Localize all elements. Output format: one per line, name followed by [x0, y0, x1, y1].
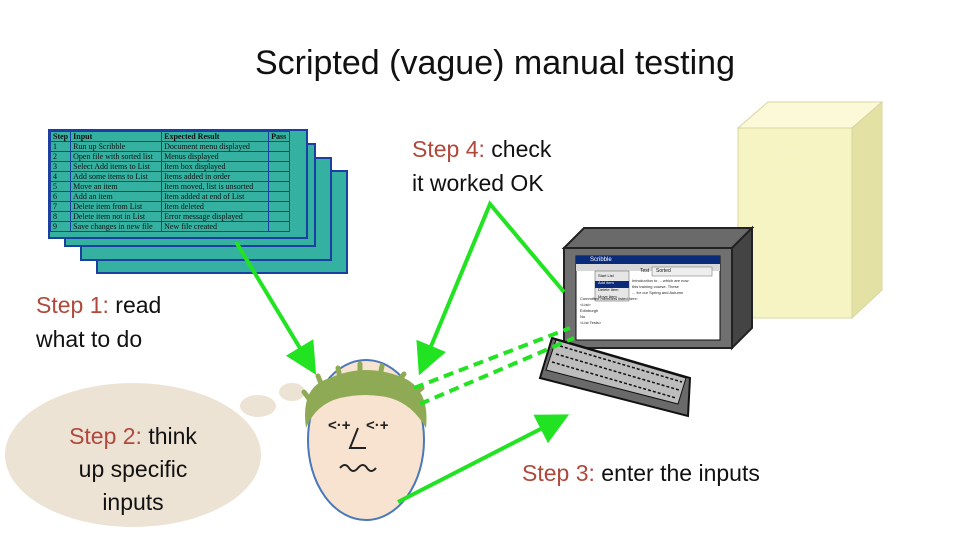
svg-text:<·+: <·+	[328, 417, 351, 434]
screen-doc-line: <List Tests>	[580, 320, 602, 325]
screen-doc-line: Introduction to ... which are now	[632, 278, 689, 283]
step2-text-line2: up specific	[78, 456, 188, 482]
screen-menu-item: Move Item	[598, 294, 617, 299]
keyboard	[538, 336, 692, 418]
tester-face: <·+ <·+	[301, 359, 427, 521]
screen-menu-item: Start List	[598, 273, 614, 278]
arrow-step4	[416, 200, 566, 376]
step1-text: read	[108, 292, 162, 318]
dashed-link-upper	[413, 326, 571, 390]
wise-computer-box	[736, 100, 884, 320]
step2-text-line3: inputs	[102, 489, 164, 515]
svg-text:<·+: <·+	[366, 417, 389, 434]
step3-label: Step 3: enter the inputs	[522, 456, 760, 490]
step2-label: Step 2: think up specific inputs	[38, 420, 228, 519]
thought-bubble	[5, 383, 305, 527]
screen-doc-line: Edinburgh	[580, 308, 599, 313]
screen-field-label: Test	[640, 268, 650, 274]
step2-text: think	[141, 423, 197, 449]
arrow-step3	[397, 414, 570, 504]
step3-number: Step 3:	[522, 460, 595, 486]
arrow-step1	[234, 240, 317, 375]
step1-label: Step 1: read what to do	[36, 288, 161, 356]
step3-text: enter the inputs	[594, 460, 760, 486]
step4-text: check	[484, 136, 552, 162]
step4-text-line2: it worked OK	[412, 170, 544, 196]
wise-computer-label-line: Computer	[760, 164, 816, 179]
step2-number: Step 2:	[69, 423, 142, 449]
screen-document: Introduction to ... which are now this t…	[580, 278, 688, 326]
screen-menu-item: Add item	[598, 280, 614, 285]
wise-computer-label: Wise Computer	[740, 145, 836, 181]
screen-menu: Start List Add item Delete Item Move Ite…	[598, 272, 618, 300]
table-cell	[268, 221, 291, 232]
screen-doc-line: <List>	[580, 302, 591, 307]
dashed-link-lower	[419, 336, 575, 406]
flow-arrows	[234, 200, 575, 504]
screen-doc-line: this training course. These	[632, 284, 679, 289]
screen-field-value: Sorted	[656, 268, 671, 274]
step1-number: Step 1:	[36, 292, 109, 318]
screen-window-title: Scribble	[590, 257, 612, 263]
screen-menu-item: Delete Item	[598, 287, 619, 292]
step4-number: Step 4:	[412, 136, 485, 162]
screen-doc-line: No	[580, 314, 586, 319]
screen-doc-line: Committee members listed here:	[580, 296, 638, 301]
step4-label: Step 4: check it worked OK	[412, 132, 551, 200]
monitor	[561, 225, 755, 351]
wise-computer-label-line: Wise	[773, 146, 803, 161]
step1-text-line2: what to do	[36, 326, 143, 352]
page-title: Scripted (vague) manual testing	[254, 44, 736, 82]
screen-doc-line: ... for our Spring and Autumn	[632, 290, 684, 295]
table-cell: 9	[49, 221, 72, 232]
